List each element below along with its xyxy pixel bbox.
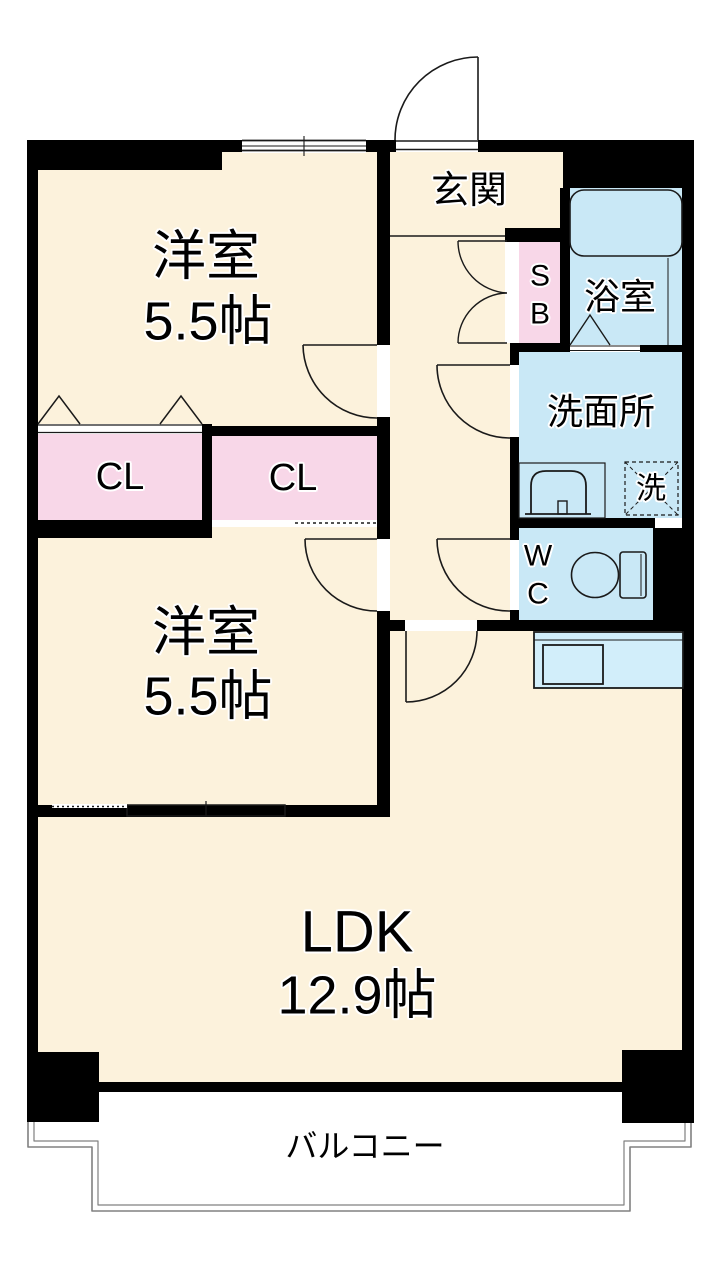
ldk-name-label: LDK	[300, 899, 414, 965]
wall	[640, 345, 694, 352]
wall	[27, 140, 222, 170]
genkan-label: 玄関	[430, 170, 508, 213]
wc-label-line2: C	[527, 577, 549, 610]
wall	[27, 520, 212, 538]
balcony-label: バルコニー	[285, 1128, 445, 1165]
closet-left-label: CL	[95, 456, 145, 499]
bathroom-door-opening	[570, 345, 640, 352]
closet-left-track	[38, 424, 202, 434]
wall	[366, 140, 397, 152]
wall	[202, 424, 212, 527]
room2-door-opening	[377, 539, 390, 611]
room2-size-label: 5.5帖	[143, 666, 273, 727]
wall	[510, 437, 519, 540]
wall	[27, 140, 38, 1122]
washroom-door-opening	[510, 365, 519, 437]
closet-right-floor	[212, 435, 377, 520]
wall	[390, 620, 655, 631]
wall	[377, 417, 390, 539]
room1-door-opening	[377, 345, 390, 417]
shoebox-door-opening	[505, 242, 519, 343]
room1-window-opening	[242, 139, 366, 153]
ldk-floor-upper	[390, 630, 683, 817]
wall	[510, 343, 519, 365]
wc-door-opening	[510, 540, 519, 610]
closet-right-label: CL	[268, 457, 318, 500]
room1-size-label: 5.5帖	[143, 291, 273, 352]
room1-floor	[38, 152, 377, 426]
wall	[653, 528, 692, 631]
ldk-balcony-window	[99, 1082, 622, 1092]
wall	[377, 611, 390, 817]
entrance-door-opening	[396, 140, 478, 152]
washroom-label: 洗面所	[546, 391, 656, 433]
wall	[212, 426, 390, 436]
wall	[377, 150, 390, 345]
ldk-door-opening	[405, 620, 477, 631]
wall	[519, 343, 570, 352]
room2-name-label: 洋室	[152, 602, 260, 663]
shoebox-label: S B	[530, 258, 550, 333]
wall	[27, 805, 390, 817]
wall	[510, 518, 655, 528]
wc-label-line1: W	[523, 539, 553, 573]
wall	[222, 140, 242, 152]
wall	[563, 140, 694, 188]
shoebox-floor	[519, 242, 560, 343]
bathroom-floor	[570, 188, 682, 345]
wall	[478, 140, 563, 152]
washer-label: 洗	[636, 472, 666, 506]
closet-left-floor	[38, 434, 202, 520]
wall	[682, 140, 694, 1123]
entrance-door-icon	[394, 56, 479, 151]
room1-name-label: 洋室	[152, 226, 260, 287]
shoebox-label-line1: S	[529, 259, 551, 293]
wall	[27, 1052, 99, 1122]
wall	[505, 228, 570, 242]
ldk-floor-lower	[38, 817, 683, 1082]
wall	[560, 188, 570, 345]
ldk-size-label: 12.9帖	[277, 965, 437, 1026]
wc-label: W C	[524, 538, 552, 613]
bathroom-label: 浴室	[583, 276, 657, 318]
genkan-floor	[390, 152, 563, 238]
shoebox-label-line2: B	[529, 297, 551, 330]
wall	[622, 1050, 692, 1123]
hallway-floor	[390, 238, 510, 631]
